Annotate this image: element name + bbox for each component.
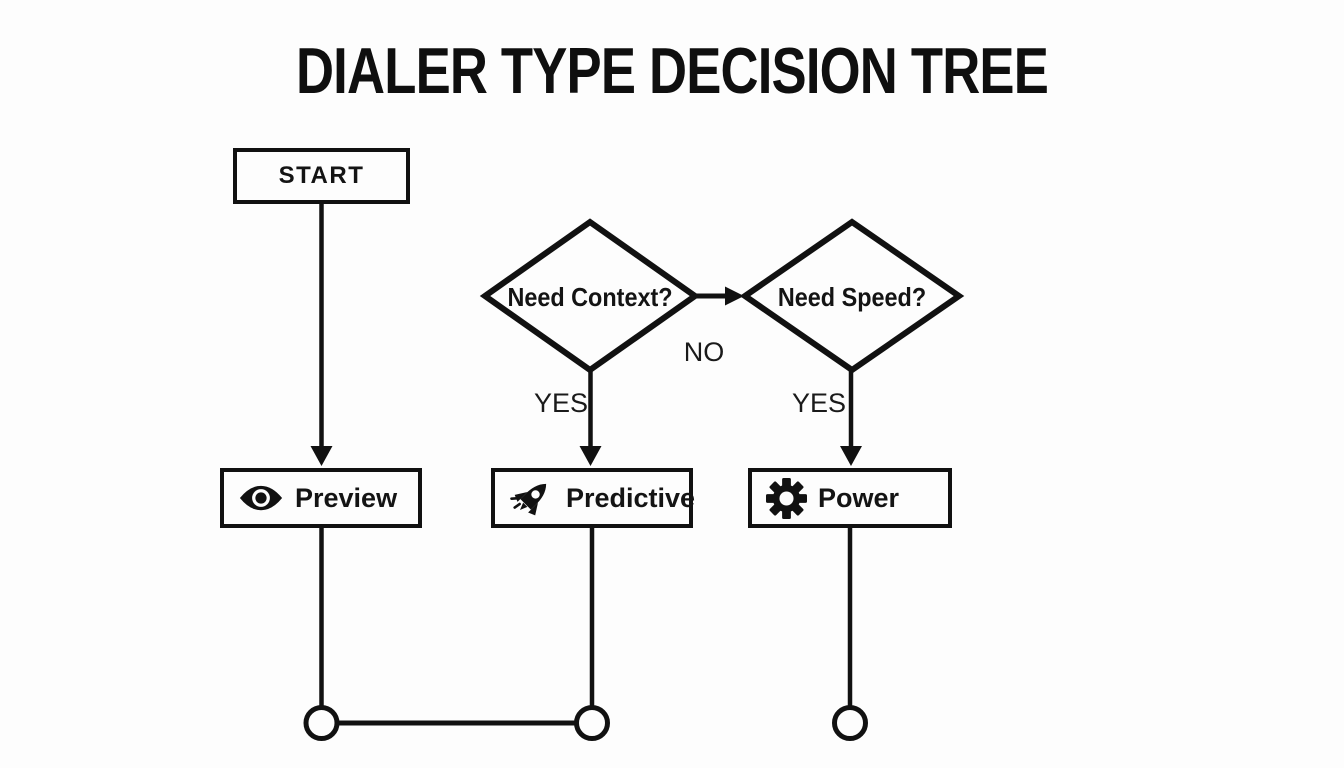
terminal-preview <box>303 705 340 741</box>
decision-need-speed-shape <box>739 218 965 374</box>
node-predictive-label: Predictive <box>566 482 696 513</box>
arrowhead-into-preview <box>310 446 333 466</box>
node-power-label: Power <box>818 482 900 513</box>
rocket-icon <box>510 483 547 516</box>
gear-icon <box>766 477 807 519</box>
terminal-predictive <box>574 705 610 741</box>
terminal-power <box>832 705 868 741</box>
node-preview: Preview <box>220 468 422 528</box>
node-predictive: Predictive <box>491 468 696 528</box>
edge-label-context-no: NO <box>683 337 725 367</box>
node-need-speed-label: Need Speed? <box>777 282 927 312</box>
arrowhead-into-need-speed <box>725 286 744 306</box>
node-need-context-label: Need Context? <box>507 282 673 312</box>
eye-icon <box>239 485 283 511</box>
node-start: START <box>233 148 410 204</box>
node-power: Power <box>748 468 952 528</box>
arrowhead-into-power <box>840 446 862 466</box>
edge-label-speed-yes: YES <box>791 388 847 418</box>
node-start-label: START <box>278 162 365 189</box>
diagram-title: DIALER TYPE DECISION TREE <box>295 34 1049 107</box>
decision-need-context-shape <box>479 218 701 374</box>
node-preview-label: Preview <box>295 482 398 513</box>
arrowhead-into-predictive <box>579 446 602 466</box>
edge-label-context-yes: YES <box>533 388 589 418</box>
